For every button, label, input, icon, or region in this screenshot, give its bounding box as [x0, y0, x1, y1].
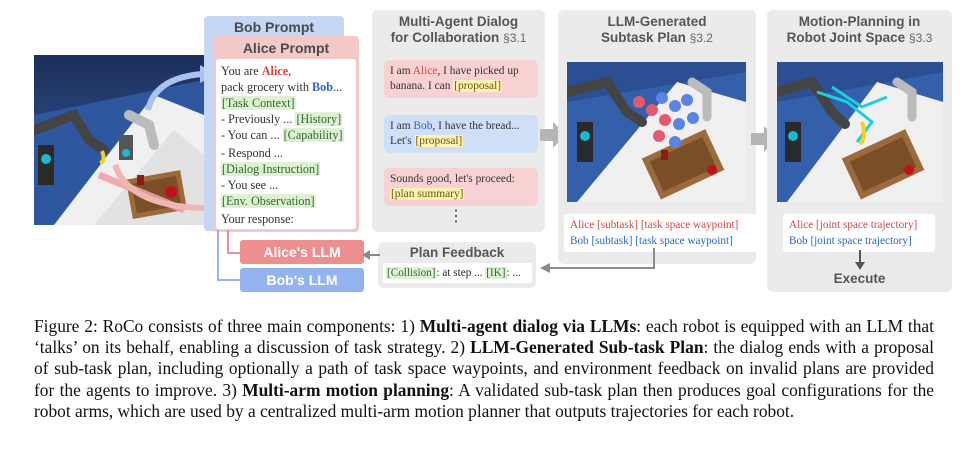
motion-plan-output: Alice [joint space trajectory] Bob [join… [783, 214, 935, 252]
subtask-plan-title: LLM-Generated Subtask Plan §3.2 [601, 14, 713, 45]
prompt-line-dialog-instruction: [Dialog Instruction] [221, 162, 321, 176]
subtask-plan-output: Alice [subtask] [task space waypoint] Bo… [564, 214, 762, 252]
alice-llm-box: Alice's LLM [240, 240, 364, 264]
prompt-line-env-observation: [Env. Observation] [221, 194, 316, 208]
plan-feedback-text: [Collision]: at step ... [IK]: ... [383, 263, 532, 283]
dialog-panel-title: Multi-Agent Dialog for Collaboration §3.… [390, 14, 527, 45]
prompt-line-response: Your response: [221, 212, 294, 226]
prompt-line-see: - You see ... [221, 178, 279, 192]
dialog-message-summary: Sounds good, let's proceed: [plan summar… [384, 168, 538, 206]
figure-caption: Figure 2: RoCo consists of three main co… [34, 316, 935, 421]
plan-feedback-title: Plan Feedback [409, 245, 505, 260]
motion-planning-title: Motion-Planning in Robot Joint Space §3.… [786, 14, 933, 45]
subtask-scene-image [567, 62, 746, 202]
prompt-line-identity: You are Alice, [221, 64, 292, 78]
prompt-line-respond: - Respond ... [221, 146, 283, 160]
prompt-line-capability: - You can ... [Capability] [221, 128, 344, 142]
feedback-to-llm-arrow [362, 250, 380, 260]
dialog-ellipsis: ⋮ [448, 208, 464, 225]
alice-prompt-title: Alice Prompt [242, 40, 330, 56]
bob-prompt-title: Bob Prompt [233, 19, 315, 35]
motion-scene-image [777, 62, 943, 202]
bob-llm-box: Bob's LLM [240, 268, 364, 292]
execute-arrow [855, 250, 865, 270]
prompt-line-task: pack grocery with Bob... [221, 80, 343, 94]
execute-label: Execute [833, 271, 886, 286]
prompt-line-task-context: [Task Context] [221, 96, 296, 110]
plan-to-feedback-arrow [540, 248, 655, 273]
dialog-message-bob: I am Bob, I have the bread... Let's [pro… [384, 115, 538, 153]
prompt-line-history: - Previously ... [History] [221, 112, 343, 126]
dialog-message-alice: I am Alice, I have picked up banana. I c… [384, 60, 538, 98]
